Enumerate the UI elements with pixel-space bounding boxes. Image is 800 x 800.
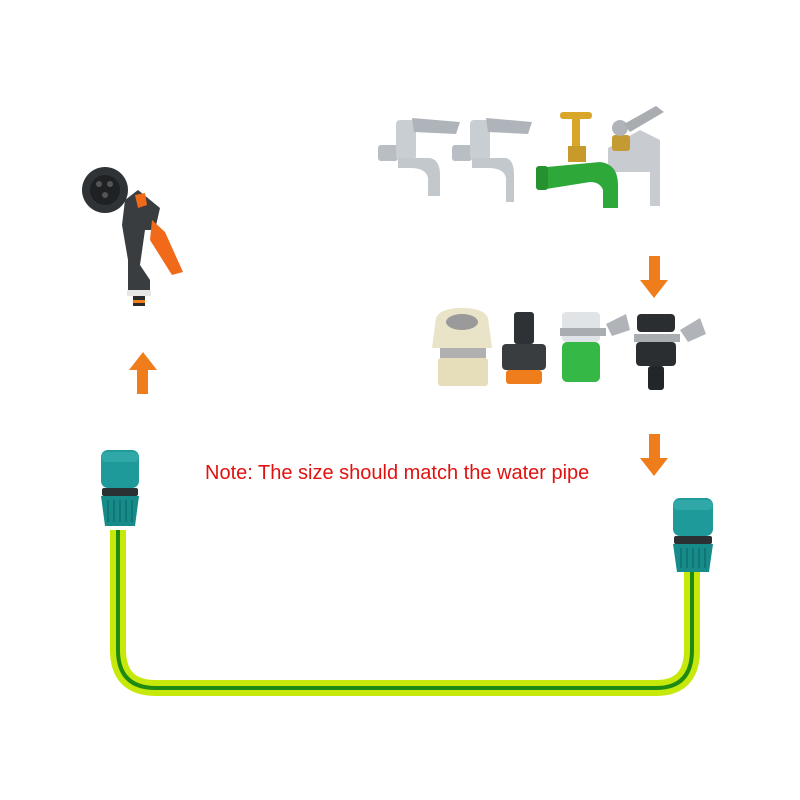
arrow-up-icon	[129, 352, 157, 394]
green-clamp-adapter	[560, 312, 630, 382]
black-orange-tap-adapter	[502, 312, 546, 384]
arrow-down-icon	[640, 256, 668, 298]
chrome-faucet-1	[378, 118, 460, 196]
green-brass-faucet	[536, 112, 618, 208]
galvanized-faucet	[608, 106, 664, 206]
garden-hose	[110, 530, 700, 696]
size-match-note: Note: The size should match the water pi…	[205, 462, 590, 484]
adapters	[432, 308, 706, 390]
spray-gun	[82, 167, 183, 306]
left-hose-connector	[101, 450, 139, 526]
arrow-down-icon	[640, 434, 668, 476]
faucets	[378, 106, 664, 208]
beige-tap-adapter	[432, 308, 492, 386]
right-hose-connector	[673, 498, 713, 572]
black-clamp-adapter	[634, 314, 706, 390]
chrome-faucet-2	[452, 118, 532, 202]
